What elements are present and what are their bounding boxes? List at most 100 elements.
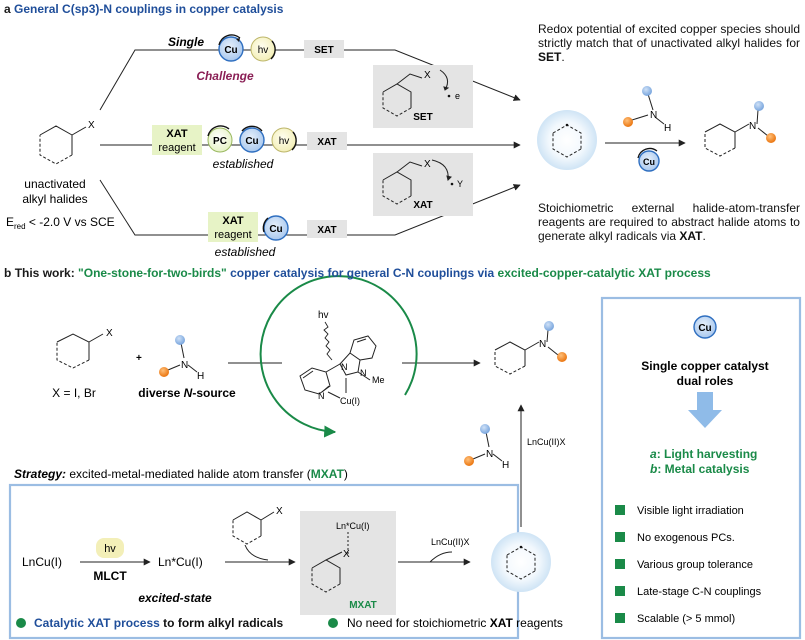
set-electron-label: e xyxy=(455,91,460,101)
section-b-tail: excited-copper-catalytic XAT process xyxy=(497,266,711,280)
cu-badge-text: Cu xyxy=(698,323,711,334)
amine-h-b: H xyxy=(197,371,204,382)
set-radical-structure xyxy=(382,69,450,117)
catalyst-cu1: Cu(I) xyxy=(340,396,360,406)
imidazole-n2: N xyxy=(360,368,367,378)
mxat-label: MXAT xyxy=(349,600,377,611)
amine-reagent-b: N H xyxy=(159,335,204,382)
pc-cu-text: Cu xyxy=(245,136,258,147)
lncu2x-curve xyxy=(429,551,453,563)
single-catalyst-line1: Single copper catalyst xyxy=(641,359,768,373)
mxat-structure xyxy=(311,551,343,593)
stoich-xat-bold: XAT xyxy=(679,229,703,243)
section-b-letter: b xyxy=(4,266,12,280)
redox-paragraph: Redox potential of excited copper specie… xyxy=(538,22,800,64)
established-label-2: established xyxy=(215,245,276,259)
redox-line-2: should strictly match that of unactivate… xyxy=(538,22,800,50)
amine-n-a: N xyxy=(650,110,657,121)
product-a-blue-atom xyxy=(754,101,764,111)
features-box xyxy=(600,296,802,640)
redox-period: . xyxy=(561,50,565,64)
pc-hv-text: hv xyxy=(279,136,290,147)
single-hv-cycle: hv xyxy=(250,36,276,62)
xat-box-1 xyxy=(307,132,347,150)
xat-reagent-2-line2: reagent xyxy=(214,229,251,241)
section-b-header: b This work: "One-stone-for-two-birds" c… xyxy=(4,266,711,280)
mxat-lnstar: Ln*Cu(I) xyxy=(336,521,370,531)
single-hv-text: hv xyxy=(258,45,269,56)
pyridine-n: N xyxy=(318,391,325,401)
xat-reagent-1-line2: reagent xyxy=(158,142,195,154)
feature-bullet xyxy=(615,505,625,515)
product-b-n: N xyxy=(539,339,546,350)
section-a-header: a General C(sp3)-N couplings in copper c… xyxy=(4,2,283,16)
mlct-label: MLCT xyxy=(93,569,127,583)
section-b-mid: copper catalysis for general C-N couplin… xyxy=(230,266,495,280)
amine-n-b: N xyxy=(181,360,188,371)
pc-cu-cycle: Cu xyxy=(239,125,265,153)
xat-radical-structure xyxy=(382,159,452,205)
feature-item: Visible light irradiation xyxy=(637,505,744,517)
amine-reagent-c: N H xyxy=(464,424,509,471)
xat-box-2 xyxy=(307,220,347,238)
cu-catalyst-a-text: Cu xyxy=(643,157,655,167)
xat-reagent-box-2 xyxy=(208,212,258,242)
stoich-line-2: reagents are required to abstract halide xyxy=(538,215,750,229)
feature-bullet xyxy=(615,586,625,596)
product-b-orange-atom xyxy=(557,352,567,362)
set-box-1 xyxy=(304,40,344,58)
substrate-x-label: X xyxy=(88,120,95,131)
set-electron-dot xyxy=(447,94,451,98)
amine-h-c: H xyxy=(502,460,509,471)
strategy-line: Strategy: excited-metal-mediated halide … xyxy=(14,467,348,481)
mxat-box xyxy=(300,511,396,615)
route-single-label: Single xyxy=(168,35,204,49)
set-box-x: X xyxy=(424,70,431,81)
plus-sign: + xyxy=(136,353,142,364)
one-stone-quote: "One-stone-for-two-birds" xyxy=(78,266,227,280)
role-b-line: b: Metal catalysis xyxy=(650,462,750,476)
xat-label-1: XAT xyxy=(317,137,336,148)
xat-label-2: XAT xyxy=(413,200,432,211)
feature-list: Visible light irradiation No exogenous P… xyxy=(615,505,762,625)
reduction-potential: Ered < -2.0 V vs SCE xyxy=(6,215,115,231)
xat-label-3: XAT xyxy=(317,225,336,236)
substrate-b xyxy=(56,333,104,369)
feature-bullet xyxy=(615,559,625,569)
lncu2x-strategy: LnCu(II)X xyxy=(431,537,470,547)
single-cu-text: Cu xyxy=(224,45,237,56)
product-a-orange-atom xyxy=(766,133,776,143)
substrate-cyclohexyl-halide xyxy=(39,125,87,165)
alkyl-radical-a xyxy=(552,124,582,158)
radical-dot-a xyxy=(565,123,569,127)
substrate-name-line1: unactivated xyxy=(24,177,85,191)
mxat-x: X xyxy=(343,549,350,560)
substrate-strategy xyxy=(232,511,275,545)
product-a xyxy=(704,109,769,157)
lnstar-label: Ln*Cu(I) xyxy=(158,555,203,569)
product-a-n: N xyxy=(749,121,756,132)
substrate-b-x: X xyxy=(106,328,113,339)
role-a-line: a: Light harvesting xyxy=(650,447,757,461)
xat-reagent-1-line1: XAT xyxy=(166,128,187,140)
catalyst-hv: hv xyxy=(318,310,329,321)
amine-h-a: H xyxy=(664,123,671,134)
lncu2x-vertical: LnCu(II)X xyxy=(527,437,566,447)
stoich-paragraph: Stoichiometric external halide-atom-tran… xyxy=(538,201,800,243)
cu-catalyst-a: Cu xyxy=(637,147,660,172)
no-need-line: No need for stoichiometric XAT reagents xyxy=(347,616,563,630)
lncu1-label: LnCu(I) xyxy=(22,555,62,569)
light-wavy-arrow xyxy=(323,321,333,361)
product-b xyxy=(494,329,559,375)
set-radical-box xyxy=(373,65,473,128)
single-catalyst-line2: dual roles xyxy=(677,374,734,388)
cu-badge: Cu xyxy=(693,315,717,339)
redox-line-3: halides for xyxy=(743,36,800,50)
stoich-line-3: atoms to generate alkyl radicals via xyxy=(538,215,800,243)
xat-y-dot xyxy=(450,182,454,186)
radical-dot-b xyxy=(519,545,523,549)
stoich-line-1: Stoichiometric external halide-atom-tran… xyxy=(538,201,800,215)
down-arrow xyxy=(688,392,722,428)
section-a-letter: a xyxy=(4,2,11,16)
substrate-name-line2: alkyl halides xyxy=(22,192,87,206)
